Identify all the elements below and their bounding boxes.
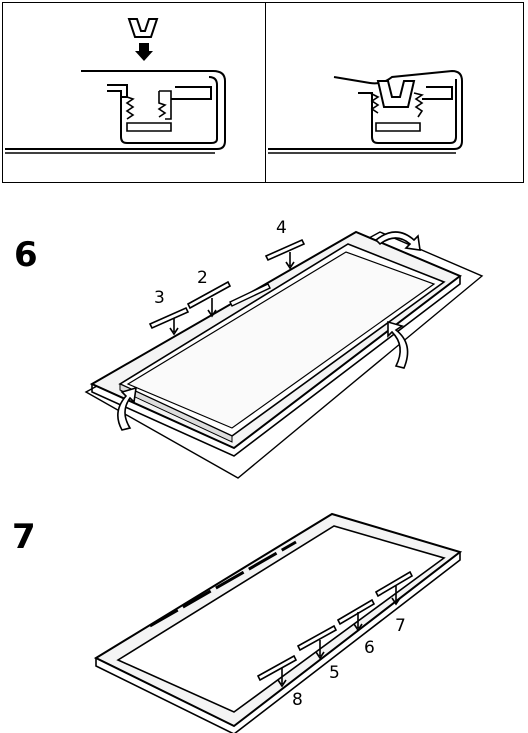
- rotate-arrow-icon: [387, 320, 409, 369]
- arrow-down-icon: [277, 668, 287, 688]
- rotate-arrow-icon: [374, 231, 421, 251]
- detail-panel-before: [2, 2, 266, 183]
- callout-8: 8: [292, 690, 303, 710]
- arrow-down-icon: [135, 43, 153, 61]
- detail-panel-after: [265, 2, 524, 183]
- arrow-down-icon: [353, 612, 363, 632]
- arrow-down-icon: [285, 252, 295, 270]
- step-number-6: 6: [14, 235, 38, 275]
- strip-5: [296, 624, 338, 652]
- profile-detail-after-drawing: [268, 69, 463, 154]
- strip-3: [148, 306, 190, 330]
- frame-profile: [268, 81, 463, 150]
- glazing-clip: [376, 80, 416, 108]
- arrow-down-icon: [391, 586, 401, 606]
- strip-7: [374, 570, 414, 598]
- arrow-down-icon: [207, 298, 217, 318]
- arrow-down-icon: [315, 640, 325, 660]
- callout-5: 5: [329, 663, 340, 683]
- rotate-arrow-icon: [117, 386, 137, 431]
- glass-pane-line: [333, 69, 463, 85]
- profile-detail-before-drawing: [5, 18, 226, 154]
- callout-3: 3: [154, 288, 165, 308]
- strip-4: [264, 238, 306, 262]
- strip-8: [256, 654, 298, 682]
- strip-2: [186, 280, 232, 310]
- callout-6: 6: [364, 638, 375, 658]
- glazing-clip: [127, 18, 159, 38]
- callout-4: 4: [276, 218, 287, 238]
- callout-2: 2: [197, 268, 208, 288]
- step-number-7: 7: [12, 517, 36, 557]
- strip-6: [336, 598, 376, 626]
- arrow-down-icon: [169, 318, 179, 336]
- callout-7: 7: [395, 616, 406, 636]
- frame-profile: [5, 70, 226, 150]
